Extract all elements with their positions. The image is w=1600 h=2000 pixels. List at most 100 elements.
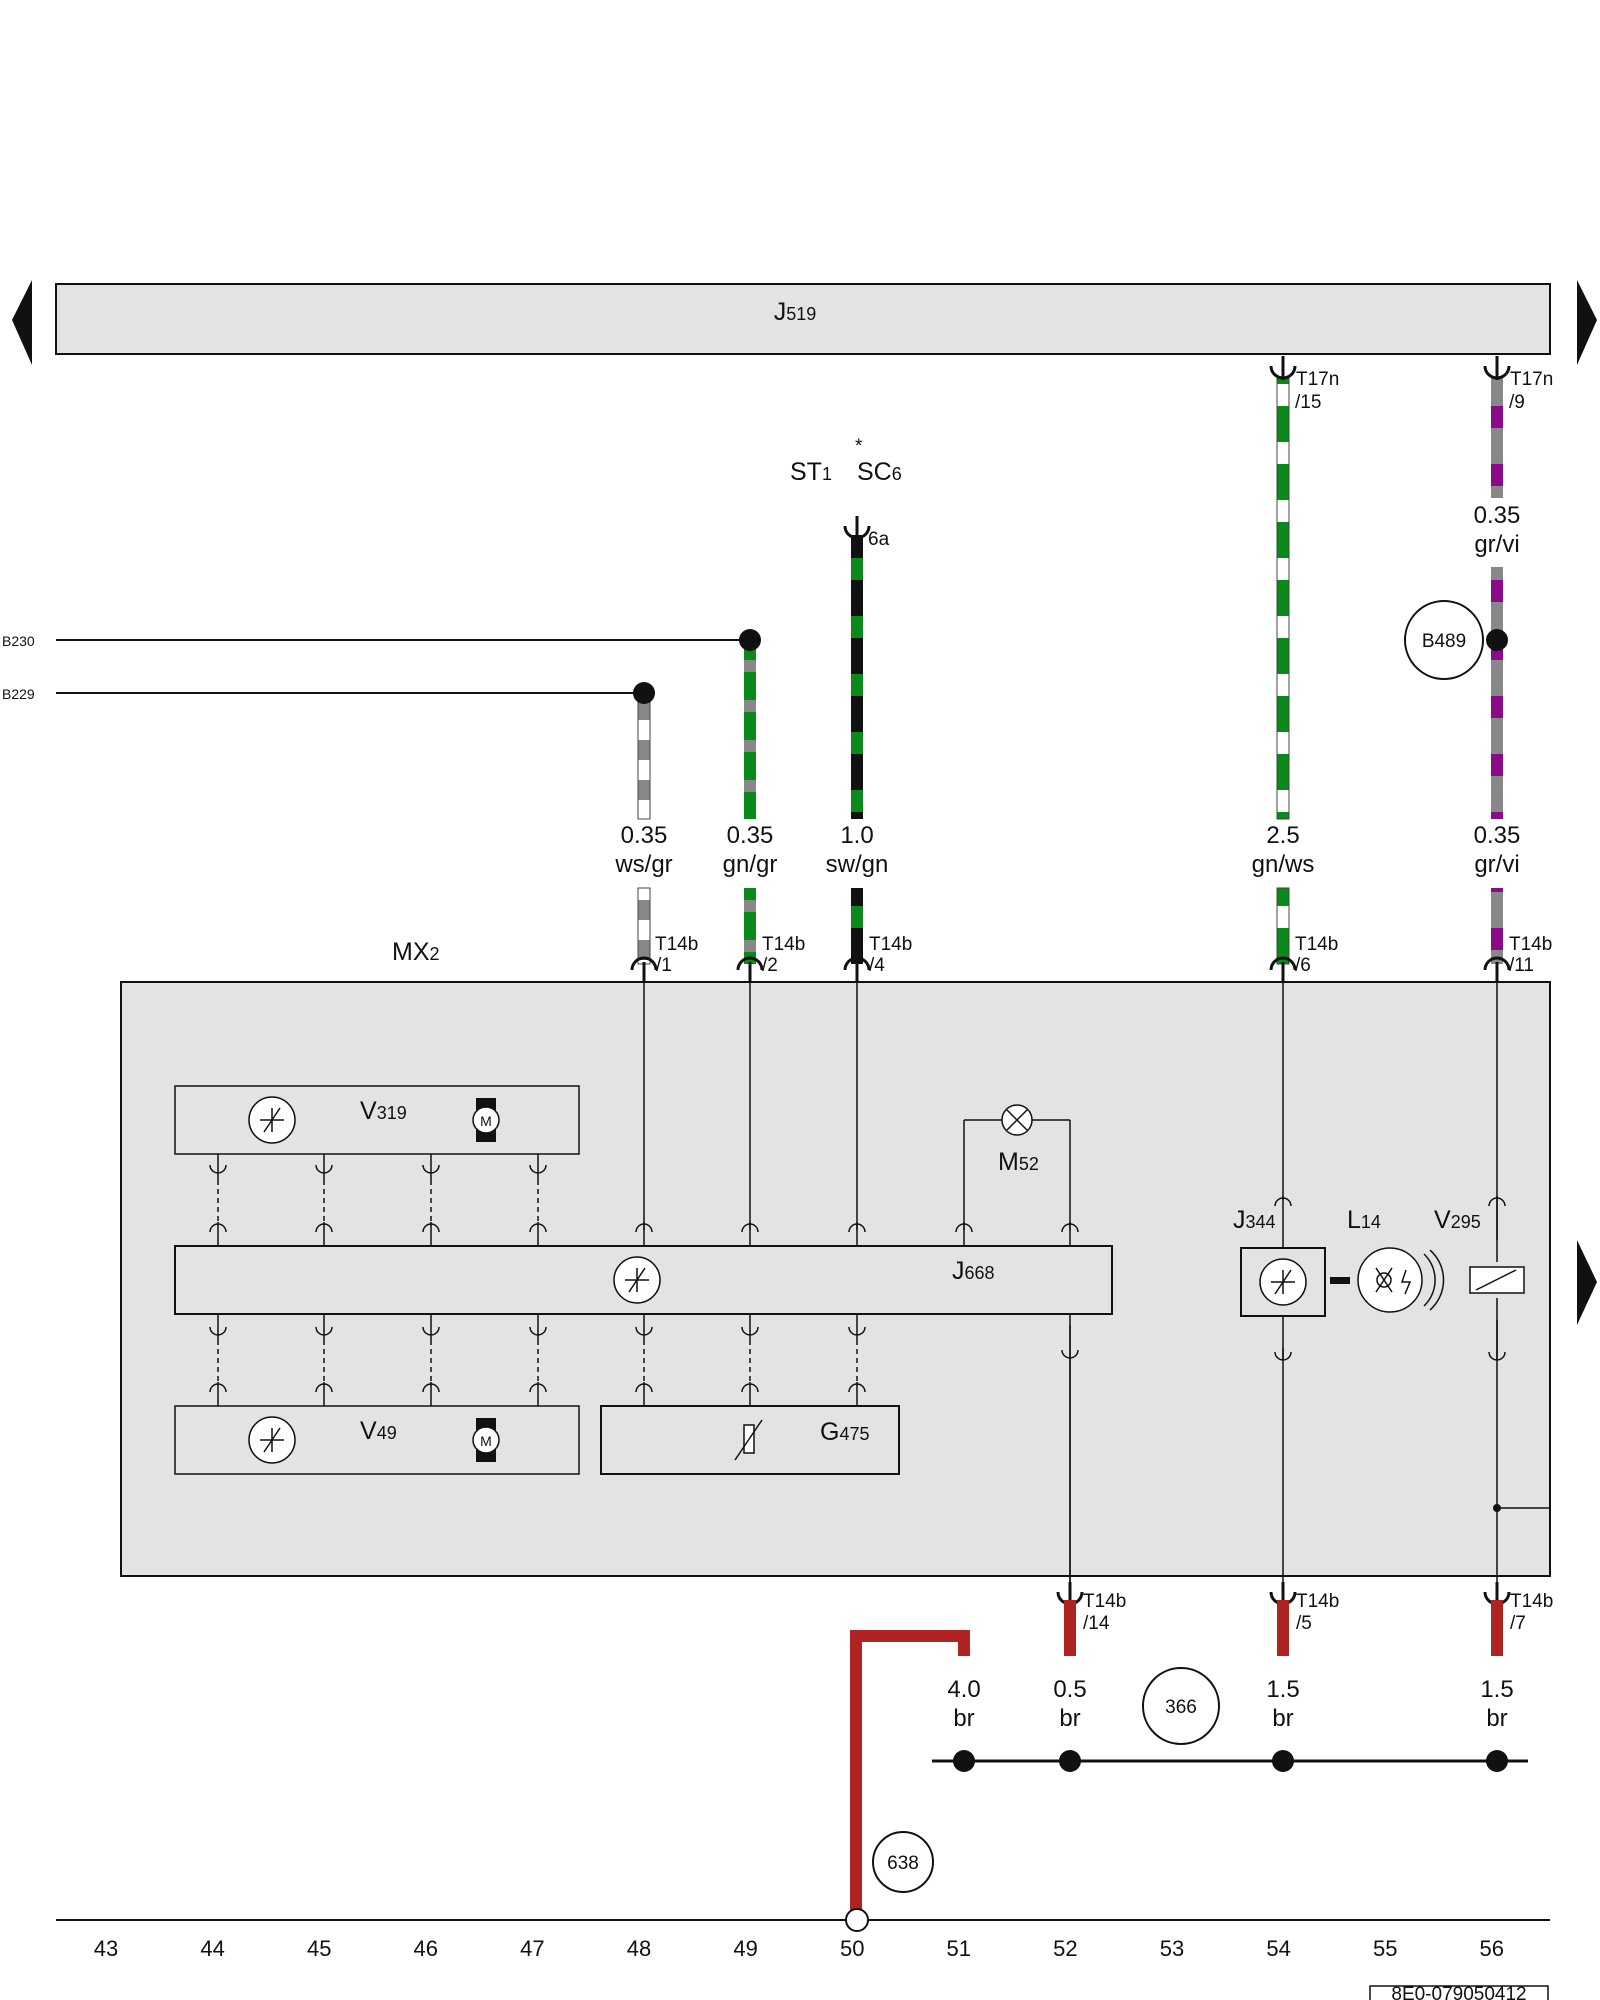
t14b7-num: /7 <box>1510 1613 1526 1634</box>
t14b11-pin: T14b <box>1509 934 1552 955</box>
ground-366-circle <box>1142 1667 1220 1745</box>
sc6-star: * <box>855 436 863 457</box>
sc6-label: SC6 <box>857 458 902 486</box>
arrow-right-icon[interactable] <box>1577 280 1597 365</box>
wire-50 <box>851 535 863 819</box>
t14b5-pin: T14b <box>1296 1591 1339 1612</box>
w54-size: 2.5 <box>1266 822 1299 849</box>
w49-color: gn/gr <box>723 851 778 878</box>
g475-potentiometer-icon <box>734 1419 763 1461</box>
column-number: 51 <box>947 1936 971 1961</box>
ground-366-label: 366 <box>1165 1697 1197 1718</box>
column-number: 52 <box>1053 1936 1077 1961</box>
g54-color: br <box>1272 1705 1293 1732</box>
connector-6a <box>843 516 871 540</box>
w56top-color: gr/vi <box>1474 531 1519 558</box>
svg-text:M: M <box>480 1433 492 1449</box>
splice-b229 <box>633 682 655 704</box>
t14b1-num: /1 <box>656 955 672 976</box>
t14b14-num: /14 <box>1083 1613 1110 1634</box>
g56-color: br <box>1486 1705 1507 1732</box>
j344-label: J344 <box>1233 1206 1276 1234</box>
g52-size: 0.5 <box>1053 1676 1086 1703</box>
column-number: 53 <box>1160 1936 1184 1961</box>
t14b4-num: /4 <box>869 955 885 976</box>
w54-color: gn/ws <box>1252 851 1315 878</box>
column-number: 50 <box>840 1936 864 1961</box>
connector-t17n9 <box>1483 356 1511 380</box>
v49-label: V49 <box>360 1417 397 1445</box>
svg-text:M: M <box>480 1113 492 1129</box>
v319-motor-icon: M <box>472 1098 500 1142</box>
v49-motor-icon: M <box>472 1418 500 1462</box>
g52-color: br <box>1059 1705 1080 1732</box>
arrow-right-lower-icon[interactable] <box>1577 1240 1597 1325</box>
t14b5-num: /5 <box>1296 1613 1312 1634</box>
j519-label: J519 <box>774 298 817 326</box>
wire-56-top <box>1491 378 1503 498</box>
t14b6-pin: T14b <box>1295 934 1338 955</box>
l14-light-icon <box>1357 1247 1445 1313</box>
b230-label: B230 <box>2 633 35 649</box>
t17n9-pin: T17n <box>1510 369 1553 390</box>
w56-size: 0.35 <box>1474 822 1521 849</box>
w48-size: 0.35 <box>621 822 668 849</box>
v295-valve-icon <box>1469 1266 1525 1294</box>
t17n15-num: /15 <box>1295 392 1321 413</box>
splice-b230 <box>739 629 761 651</box>
t14b2-pin: T14b <box>762 934 805 955</box>
b229-label: B229 <box>2 686 35 702</box>
column-number: 43 <box>94 1936 118 1961</box>
t14b1-pin: T14b <box>655 934 698 955</box>
l14-label: L14 <box>1347 1206 1381 1234</box>
column-number: 55 <box>1373 1936 1397 1961</box>
wire-48 <box>637 692 651 820</box>
wire-56 <box>1491 567 1503 819</box>
arrow-left-icon[interactable] <box>12 280 32 365</box>
connector-t17n15 <box>1269 356 1297 380</box>
wire-54 <box>1276 377 1290 820</box>
doc-id-box <box>1369 1985 1549 2000</box>
j519-module-bar <box>55 283 1551 355</box>
b489-label: B489 <box>1422 631 1466 652</box>
g54-size: 1.5 <box>1266 1676 1299 1703</box>
g56-size: 1.5 <box>1480 1676 1513 1703</box>
t14b7-pin: T14b <box>1510 1591 1553 1612</box>
w50-color: sw/gn <box>826 851 889 878</box>
splice-b489 <box>1486 629 1508 651</box>
g475-label: G475 <box>820 1418 870 1446</box>
column-number: 56 <box>1480 1936 1504 1961</box>
w50-size: 1.0 <box>840 822 873 849</box>
w48-color: ws/gr <box>614 851 672 878</box>
column-number: 45 <box>307 1936 331 1961</box>
column-number: 47 <box>520 1936 544 1961</box>
w56top-size: 0.35 <box>1474 502 1521 529</box>
internal-connectors <box>209 1154 1506 1586</box>
w56-color: gr/vi <box>1474 851 1519 878</box>
column-number: 49 <box>733 1936 757 1961</box>
t17n15-pin: T17n <box>1296 369 1339 390</box>
wire-49 <box>744 640 756 819</box>
v295-label: V295 <box>1434 1206 1481 1234</box>
g51-color: br <box>953 1705 974 1732</box>
ground-638-circle <box>872 1831 934 1893</box>
t14b2-num: /2 <box>762 955 778 976</box>
mx2-label: MX2 <box>392 938 440 966</box>
v319-box <box>174 1085 580 1155</box>
ground-point-50 <box>845 1908 869 1932</box>
j668-label: J668 <box>952 1257 995 1285</box>
t14b11-num: /11 <box>1509 955 1534 976</box>
column-number: 46 <box>414 1936 438 1961</box>
t14b14-pin: T14b <box>1083 1591 1126 1612</box>
t14b4-pin: T14b <box>869 934 912 955</box>
g51-size: 4.0 <box>947 1676 980 1703</box>
m52-label: M52 <box>998 1148 1039 1176</box>
doc-id: 8E0-079050412 <box>1391 1984 1526 2000</box>
column-number: 54 <box>1266 1936 1290 1961</box>
t17n9-num: /9 <box>1509 392 1525 413</box>
st1-label: ST1 <box>790 458 832 486</box>
m52-lamp-icon <box>1001 1104 1033 1136</box>
v319-label: V319 <box>360 1097 407 1125</box>
